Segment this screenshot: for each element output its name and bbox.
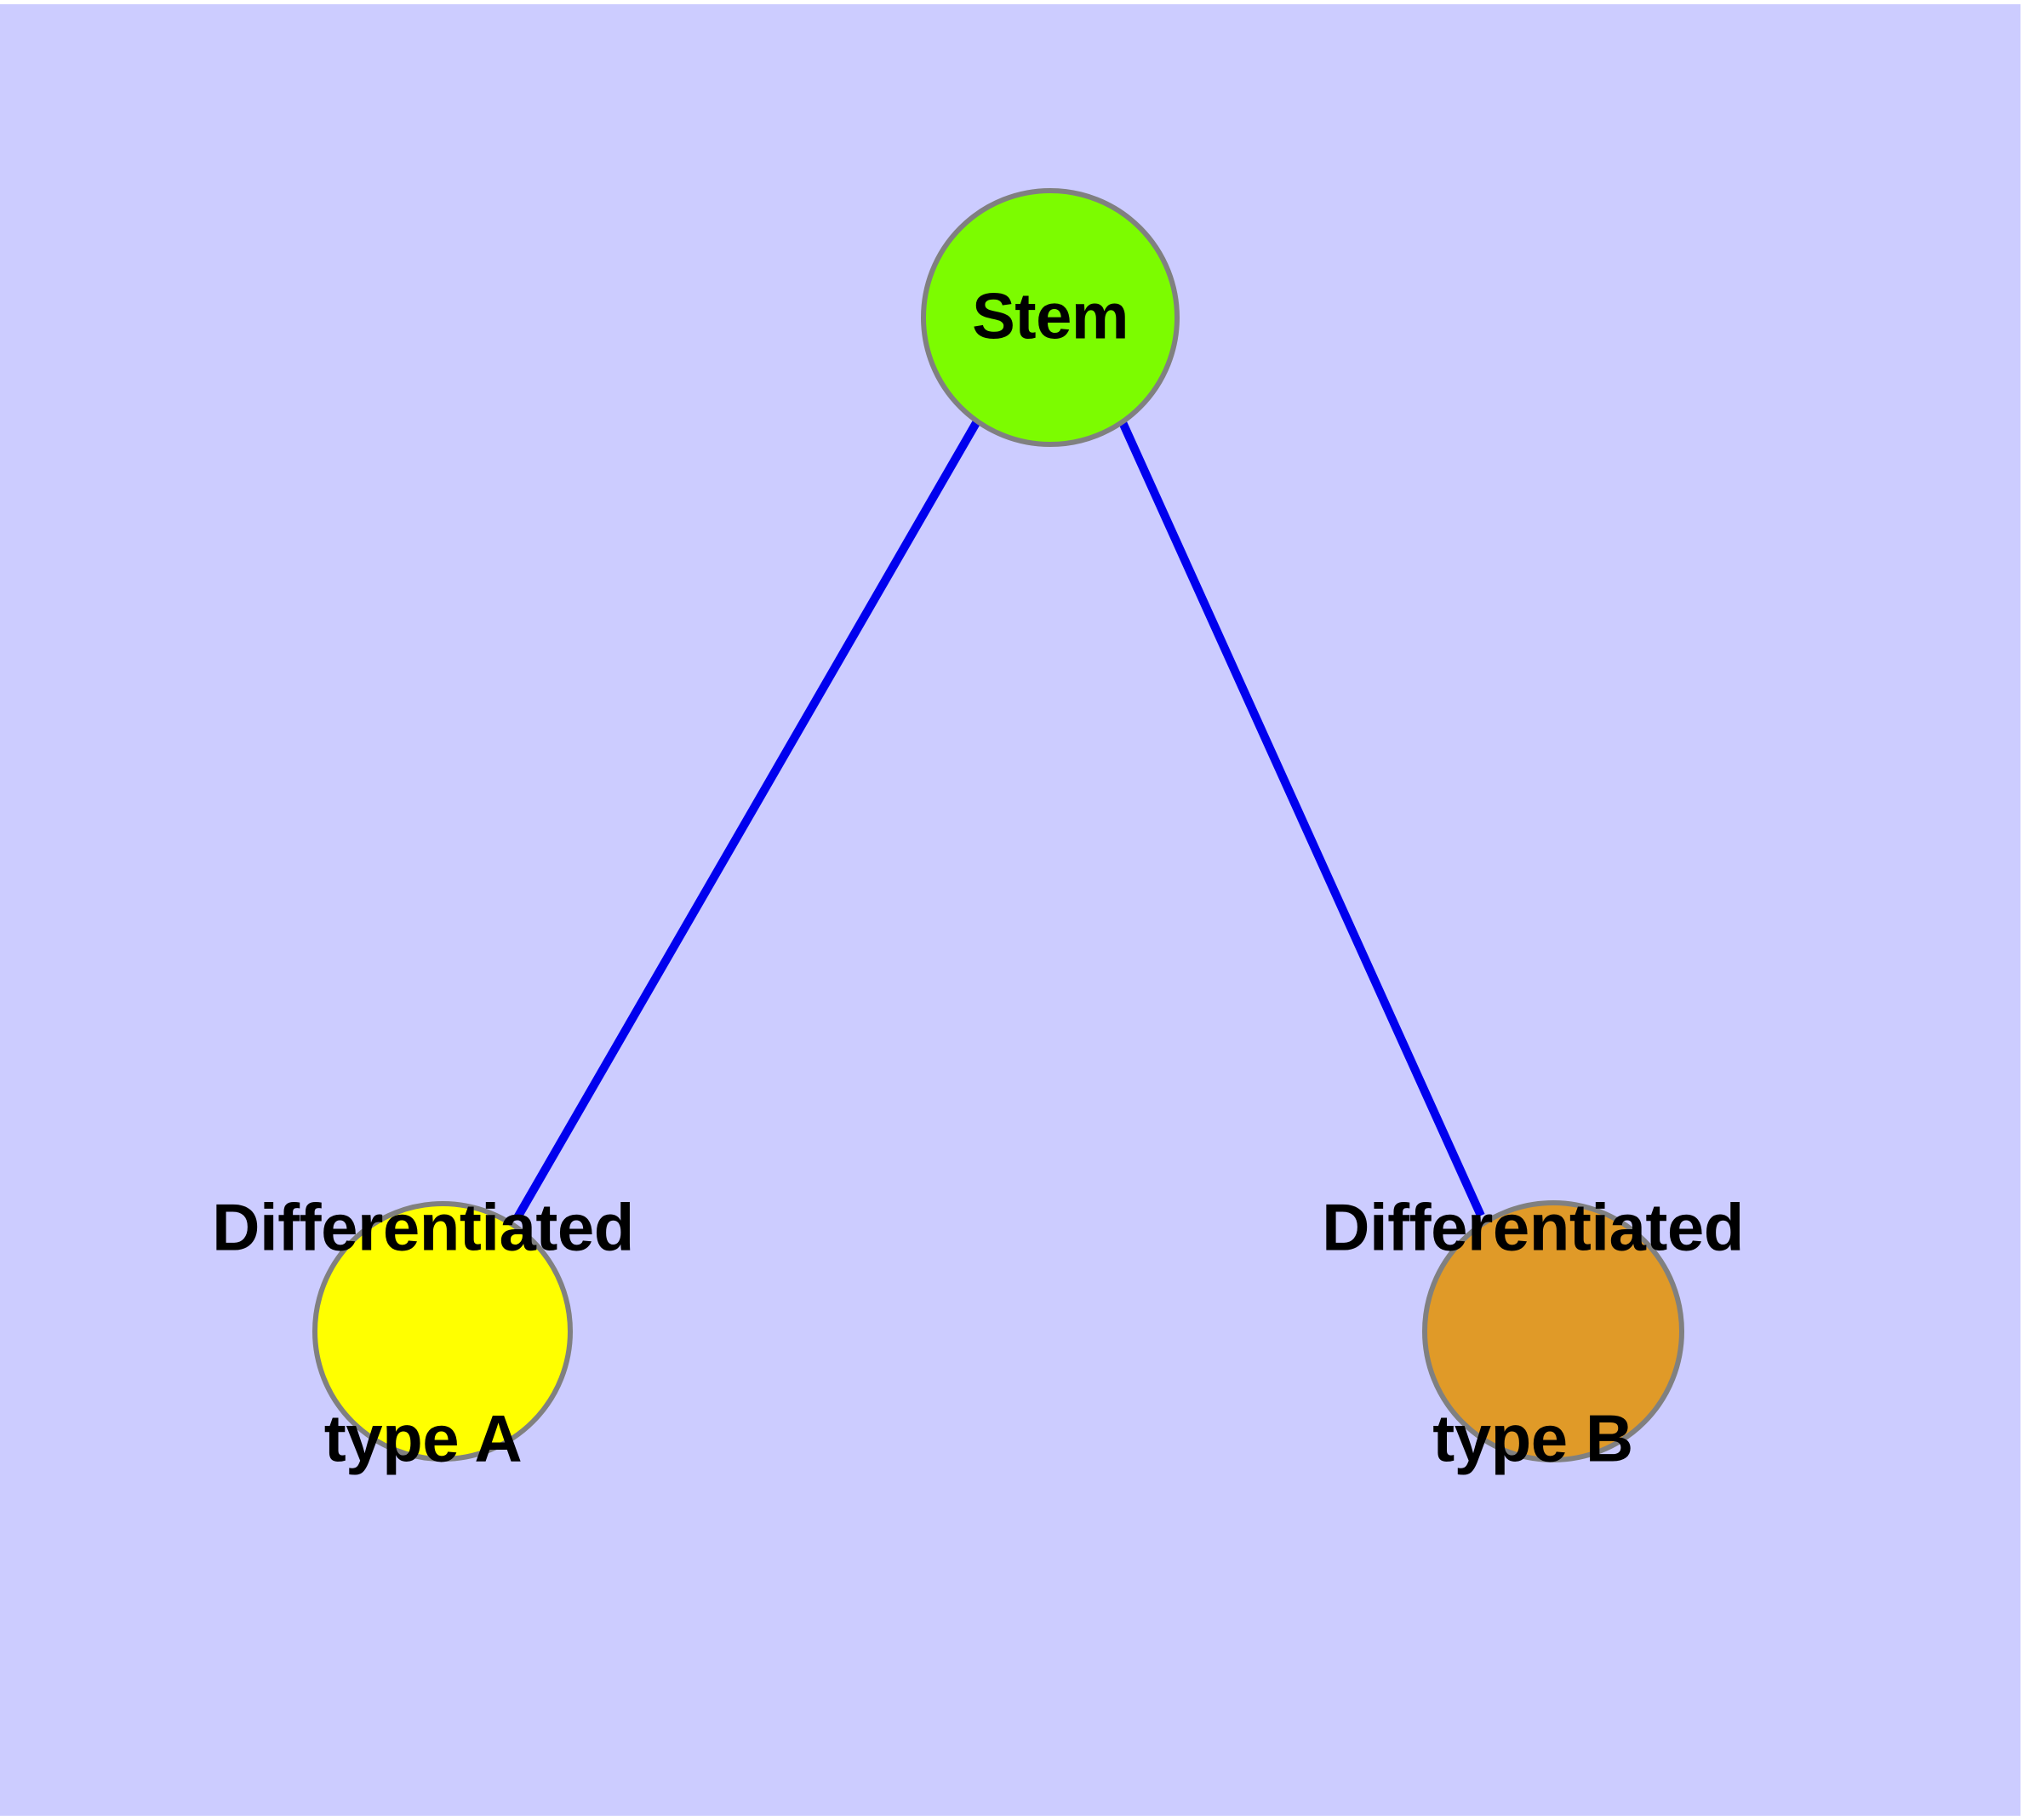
- edge-stem-to-differentiated-type-b: [1117, 418, 1485, 1218]
- edge-stem-to-differentiated-type-a: [512, 419, 981, 1222]
- node-layer: [312, 188, 1684, 1462]
- edge-layer: [512, 418, 1485, 1222]
- node-differentiated-type-b[interactable]: [1422, 1200, 1684, 1462]
- node-stem[interactable]: [921, 188, 1180, 447]
- node-differentiated-type-a[interactable]: [312, 1201, 573, 1462]
